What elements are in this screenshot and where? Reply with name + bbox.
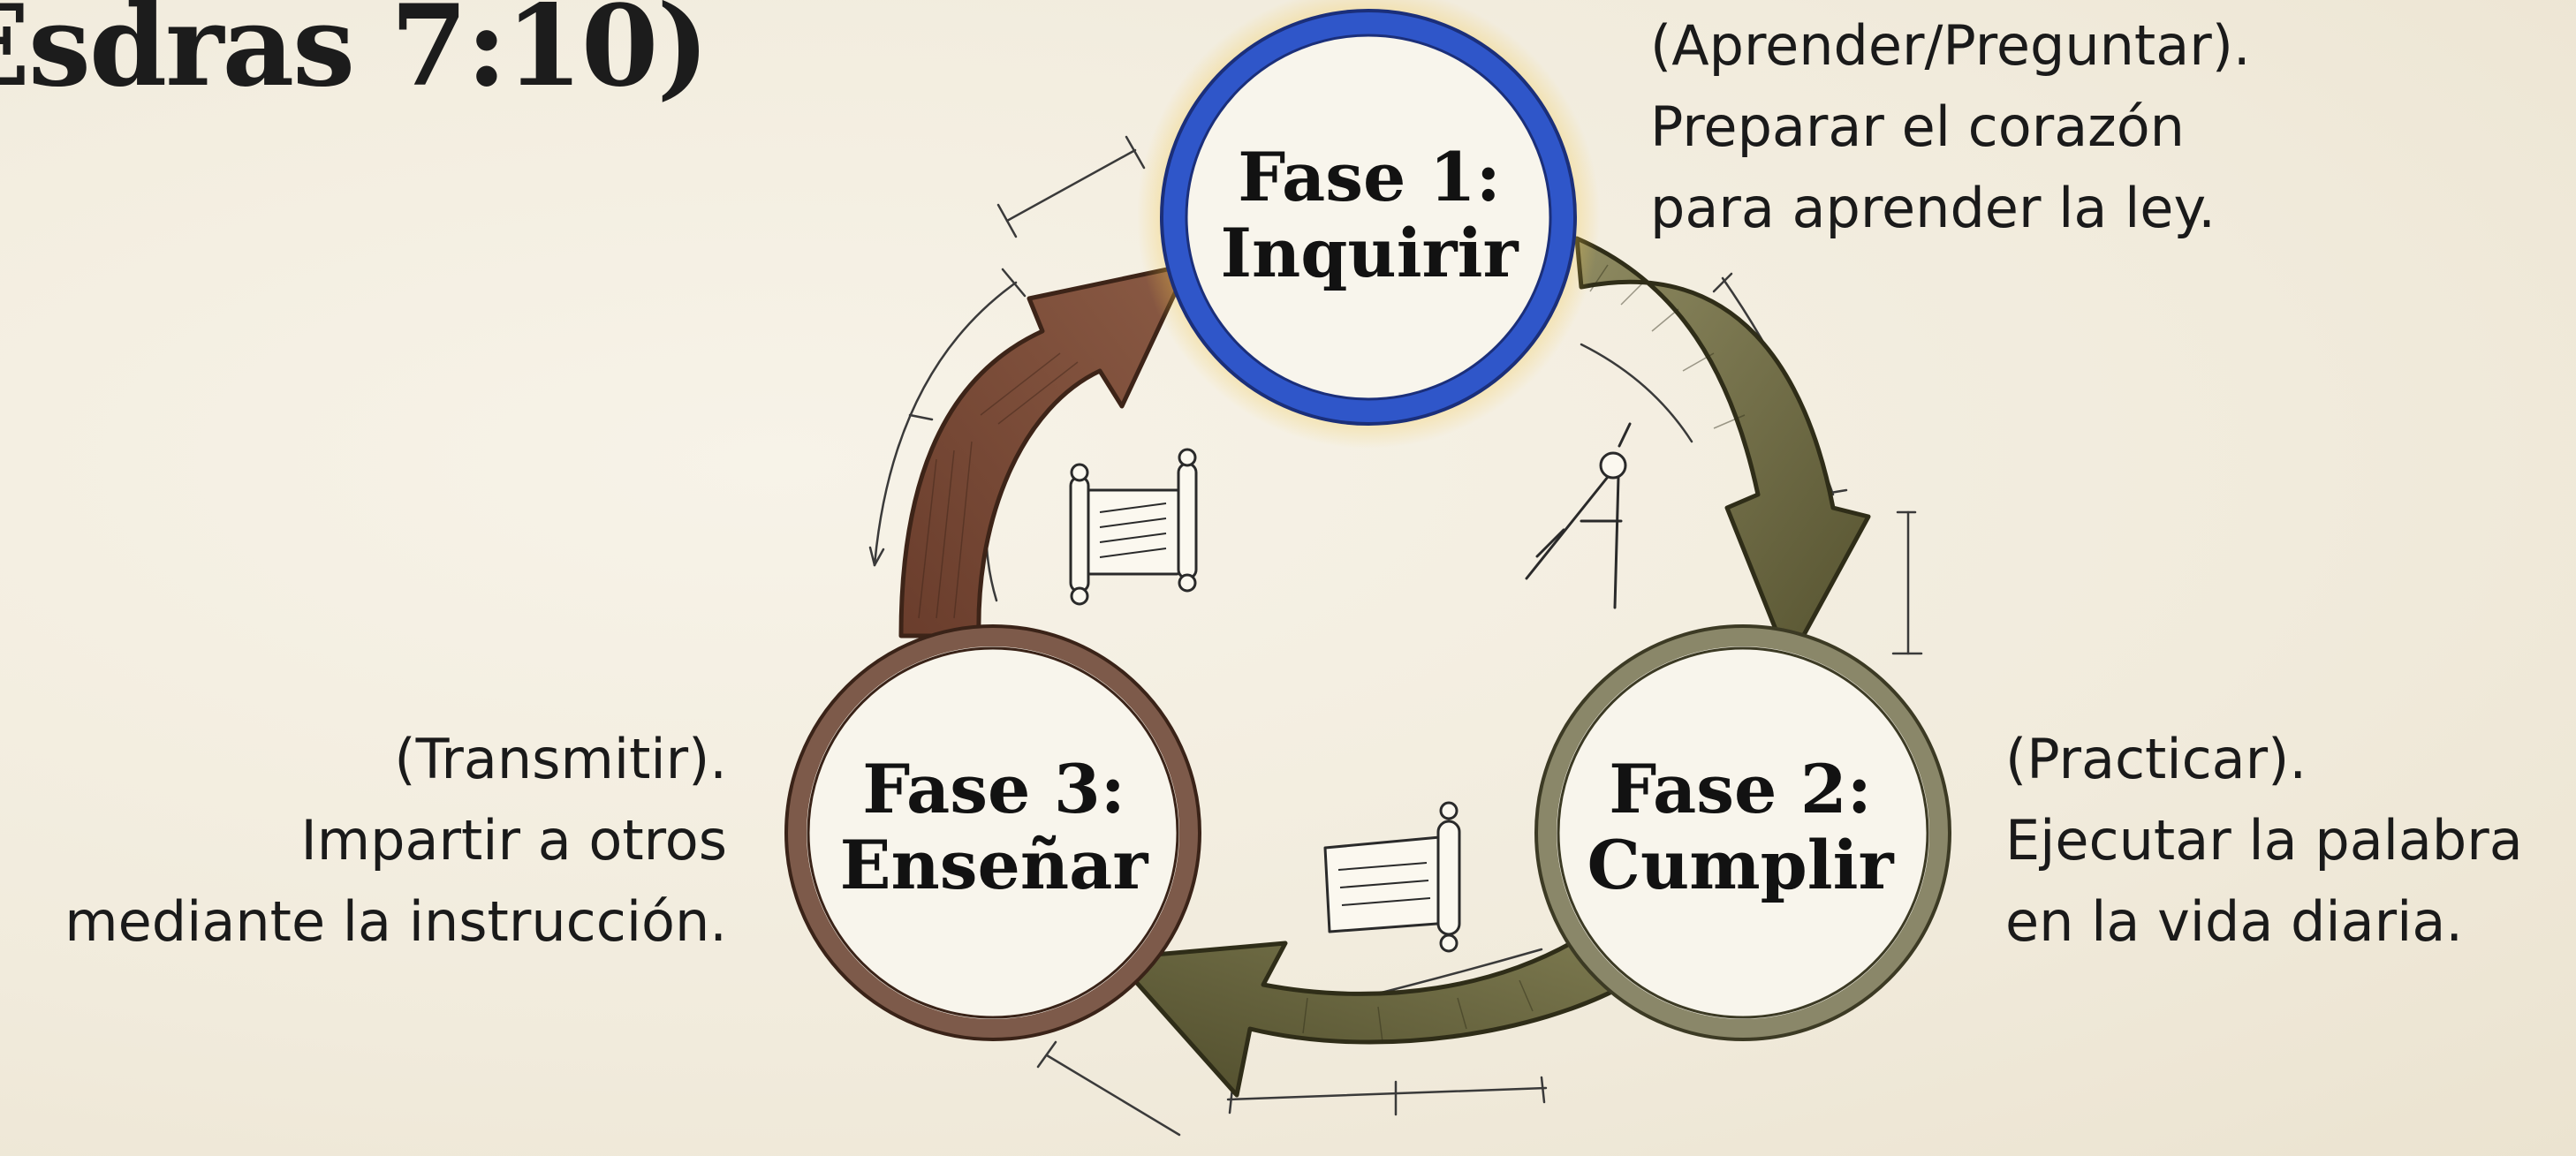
phase-3-label: Fase 3: Enseñar xyxy=(795,752,1193,903)
phase-1-desc-line: Preparar el corazón xyxy=(1650,94,2185,159)
phase-1-desc-line: para aprender la ley. xyxy=(1650,176,2216,240)
phase-3-name: Enseñar xyxy=(839,826,1148,904)
phase-3-desc-line: Impartir a otros xyxy=(300,808,727,873)
phase-1-desc-line: (Aprender/Preguntar). xyxy=(1650,13,2251,78)
phase-3-number: Fase 3: xyxy=(862,750,1125,828)
phase-1-node xyxy=(1137,0,1600,449)
phase-2-description: (Practicar). Ejecutar la palabra en la v… xyxy=(2005,719,2523,963)
phase-2-desc-line: (Practicar). xyxy=(2005,727,2307,791)
compass-icon xyxy=(1525,422,1632,609)
phase-2-desc-line: en la vida diaria. xyxy=(2005,889,2464,954)
book-scroll-icon xyxy=(1323,801,1461,953)
phase-2-node xyxy=(1534,624,1951,1041)
phase-2-label: Fase 2: Cumplir xyxy=(1542,752,1939,903)
scroll-icon xyxy=(1069,448,1198,606)
phase-1-label: Fase 1: Inquirir xyxy=(1175,140,1564,291)
phase-2-desc-line: Ejecutar la palabra xyxy=(2005,808,2523,873)
arrow-cumplir-to-enseñar xyxy=(1112,929,1628,1098)
arrow-enseñar-to-inquirir xyxy=(898,262,1191,638)
phase-1-number: Fase 1: xyxy=(1238,138,1501,216)
phase-3-desc-line: (Transmitir). xyxy=(394,727,727,791)
arrow-inquirir-to-cumplir xyxy=(1574,236,1871,665)
phase-3-desc-line: mediante la instrucción. xyxy=(64,889,727,954)
phase-1-name: Inquirir xyxy=(1220,214,1519,292)
phase-3-node xyxy=(784,624,1201,1041)
phase-2-number: Fase 2: xyxy=(1609,750,1872,828)
page-title: Esdras 7:10) xyxy=(0,0,709,111)
phase-1-description: (Aprender/Preguntar). Preparar el corazó… xyxy=(1650,5,2251,249)
phase-2-name: Cumplir xyxy=(1587,826,1894,904)
phase-3-description: (Transmitir). Impartir a otros mediante … xyxy=(64,719,727,963)
